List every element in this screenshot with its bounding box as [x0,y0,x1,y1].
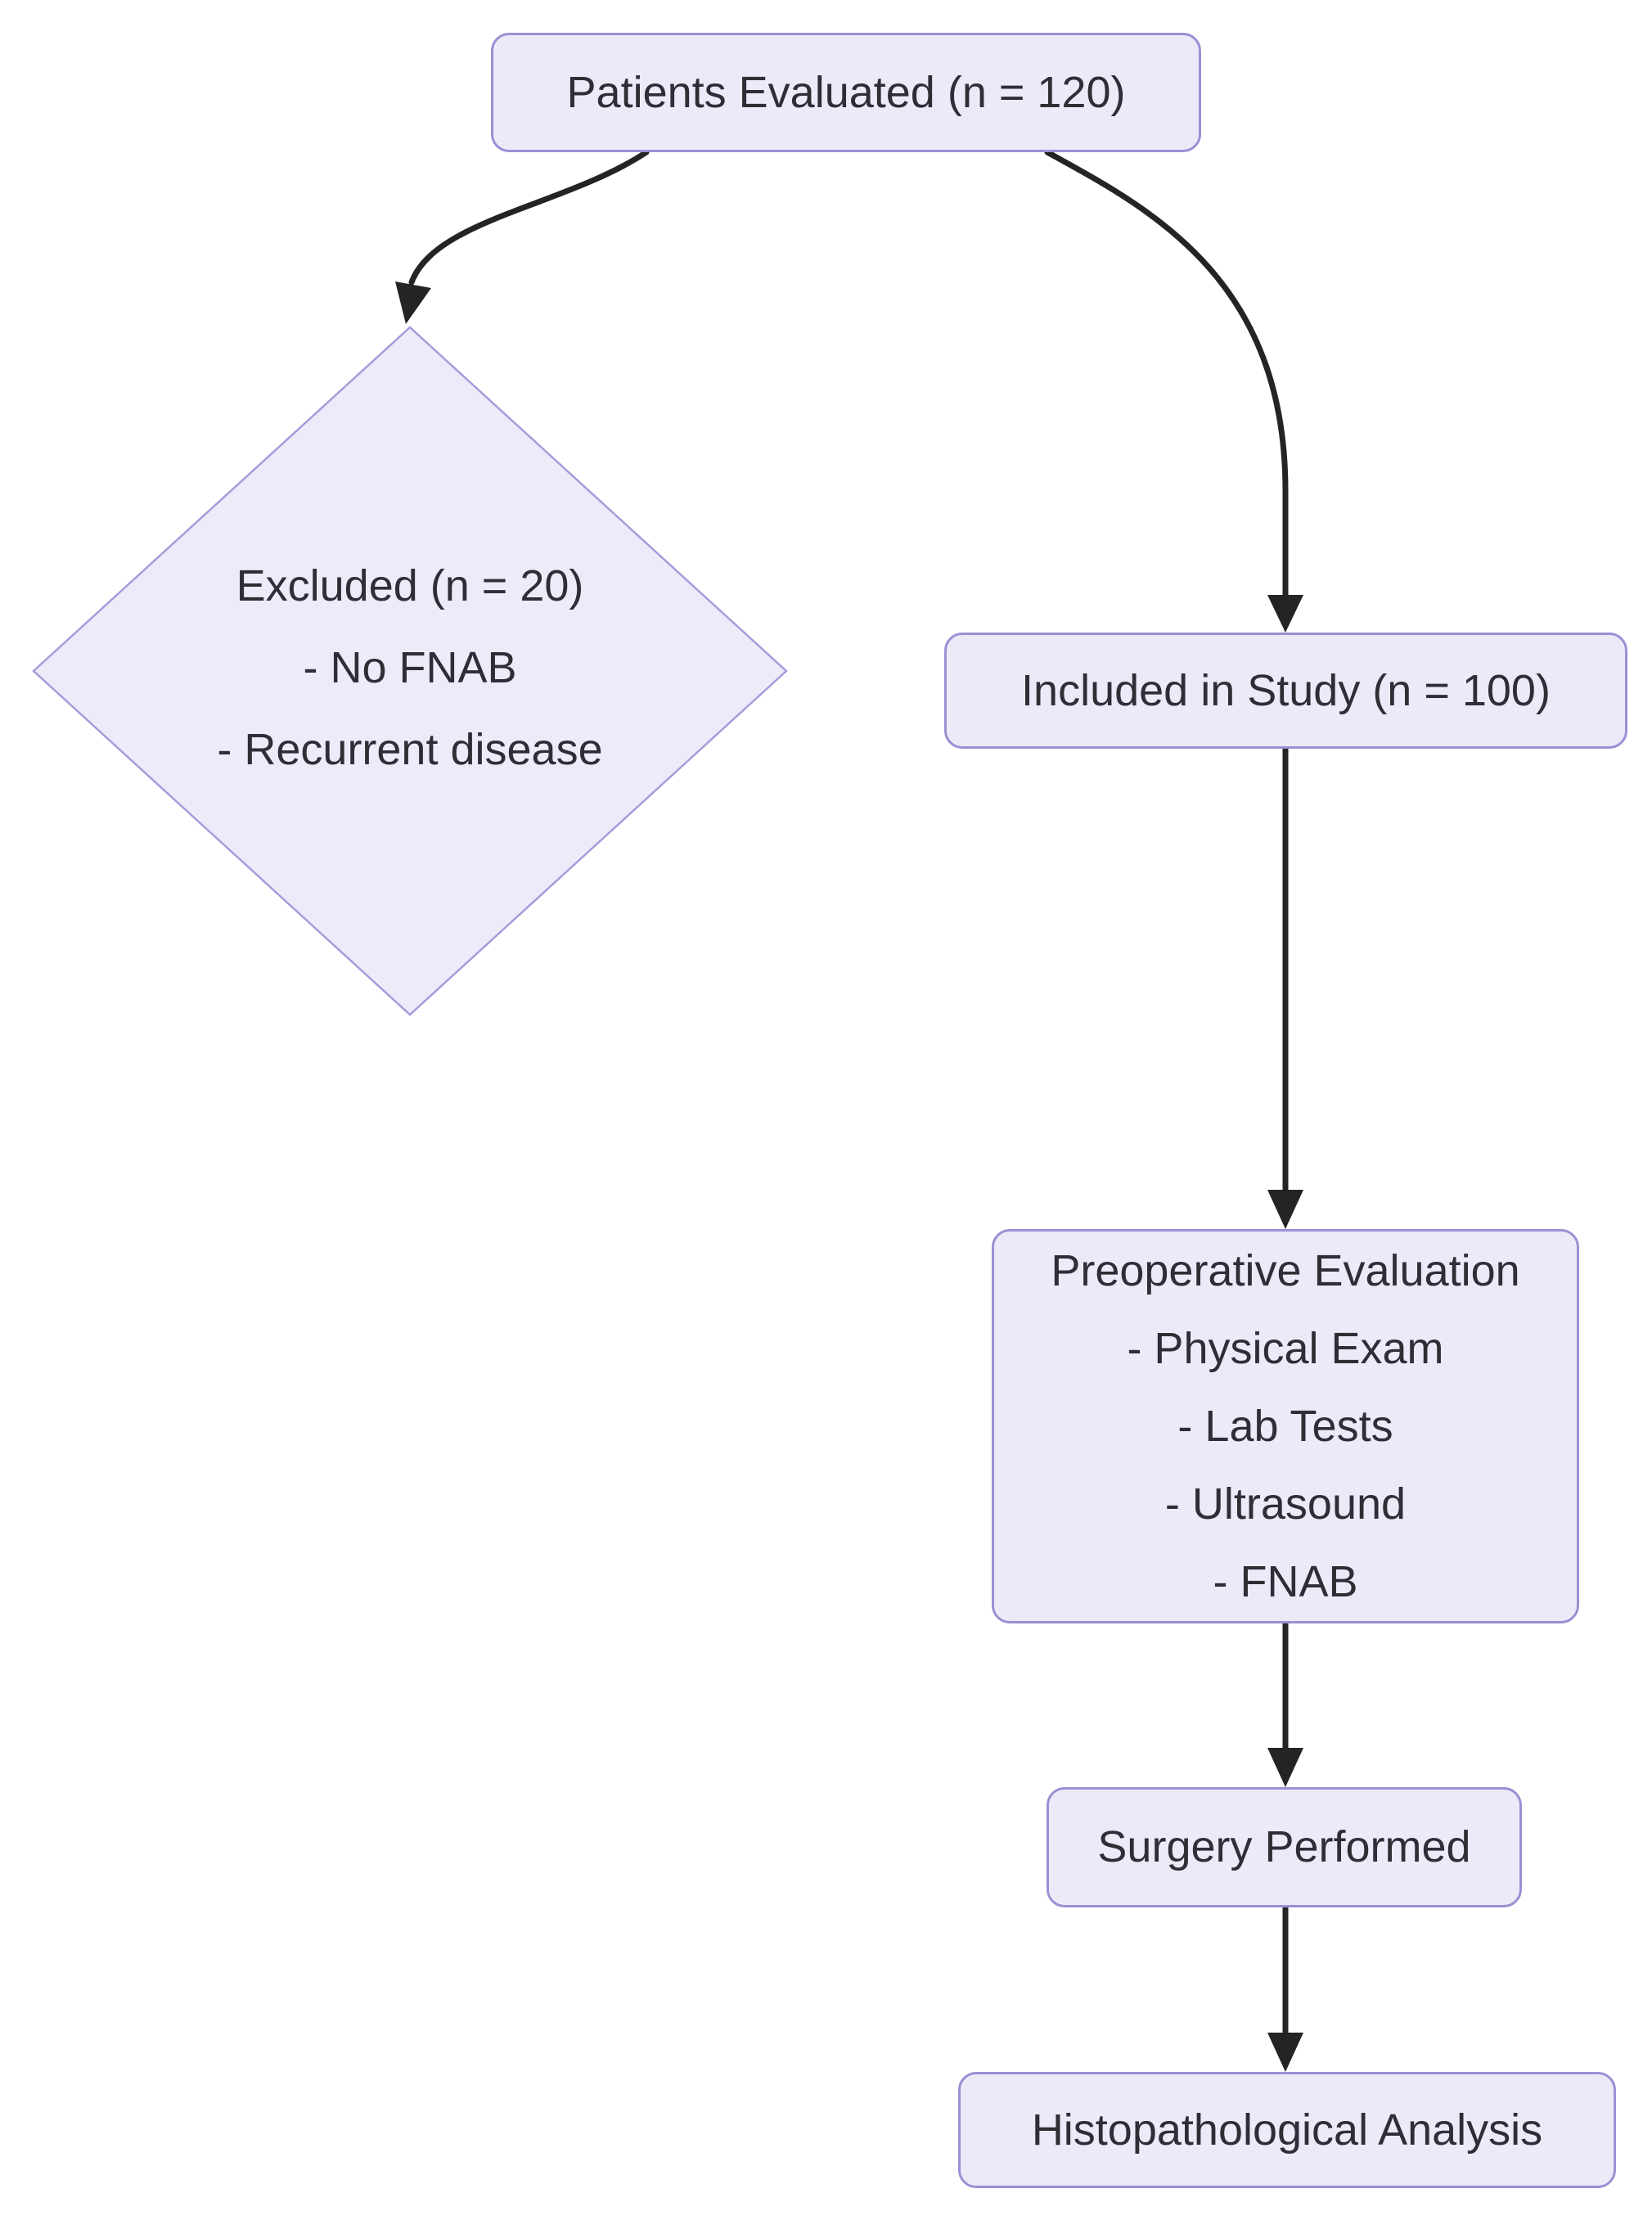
arrowhead-preoperative [1267,1190,1303,1229]
arrowhead-histopathology [1267,2033,1303,2072]
node-surgery-performed: Surgery Performed [1047,1787,1522,1907]
node-included-in-study-label: Included in Study (n = 100) [1021,665,1551,715]
edge-patients-to-included [1044,149,1289,598]
preoperative-line-5: - FNAB [1213,1556,1358,1606]
preoperative-line-2: - Physical Exam [1127,1323,1444,1373]
node-patients-evaluated-label: Patients Evaluated (n = 120) [566,67,1126,117]
excluded-line-2: - No FNAB [303,643,517,692]
node-excluded-label: Excluded (n = 20) - No FNAB - Recurrent … [42,545,778,790]
node-histopathological-analysis: Histopathological Analysis [958,2072,1616,2188]
arrowhead-excluded [395,281,431,324]
excluded-line-3: - Recurrent disease [217,725,603,774]
preoperative-line-3: - Lab Tests [1177,1401,1393,1451]
arrowhead-surgery [1267,1748,1303,1787]
preoperative-line-1: Preoperative Evaluation [1051,1245,1520,1295]
node-patients-evaluated: Patients Evaluated (n = 120) [491,33,1201,152]
excluded-line-1: Excluded (n = 20) [236,561,584,610]
node-preoperative-evaluation: Preoperative Evaluation - Physical Exam … [992,1229,1579,1623]
arrowhead-included [1267,595,1303,633]
node-surgery-performed-label: Surgery Performed [1097,1822,1471,1872]
node-included-in-study: Included in Study (n = 100) [944,633,1627,749]
node-excluded-diamond-shape [32,326,788,1016]
node-histopathological-analysis-label: Histopathological Analysis [1031,2105,1543,2155]
preoperative-line-4: - Ultrasound [1164,1479,1407,1529]
edge-patients-to-excluded [408,149,650,286]
